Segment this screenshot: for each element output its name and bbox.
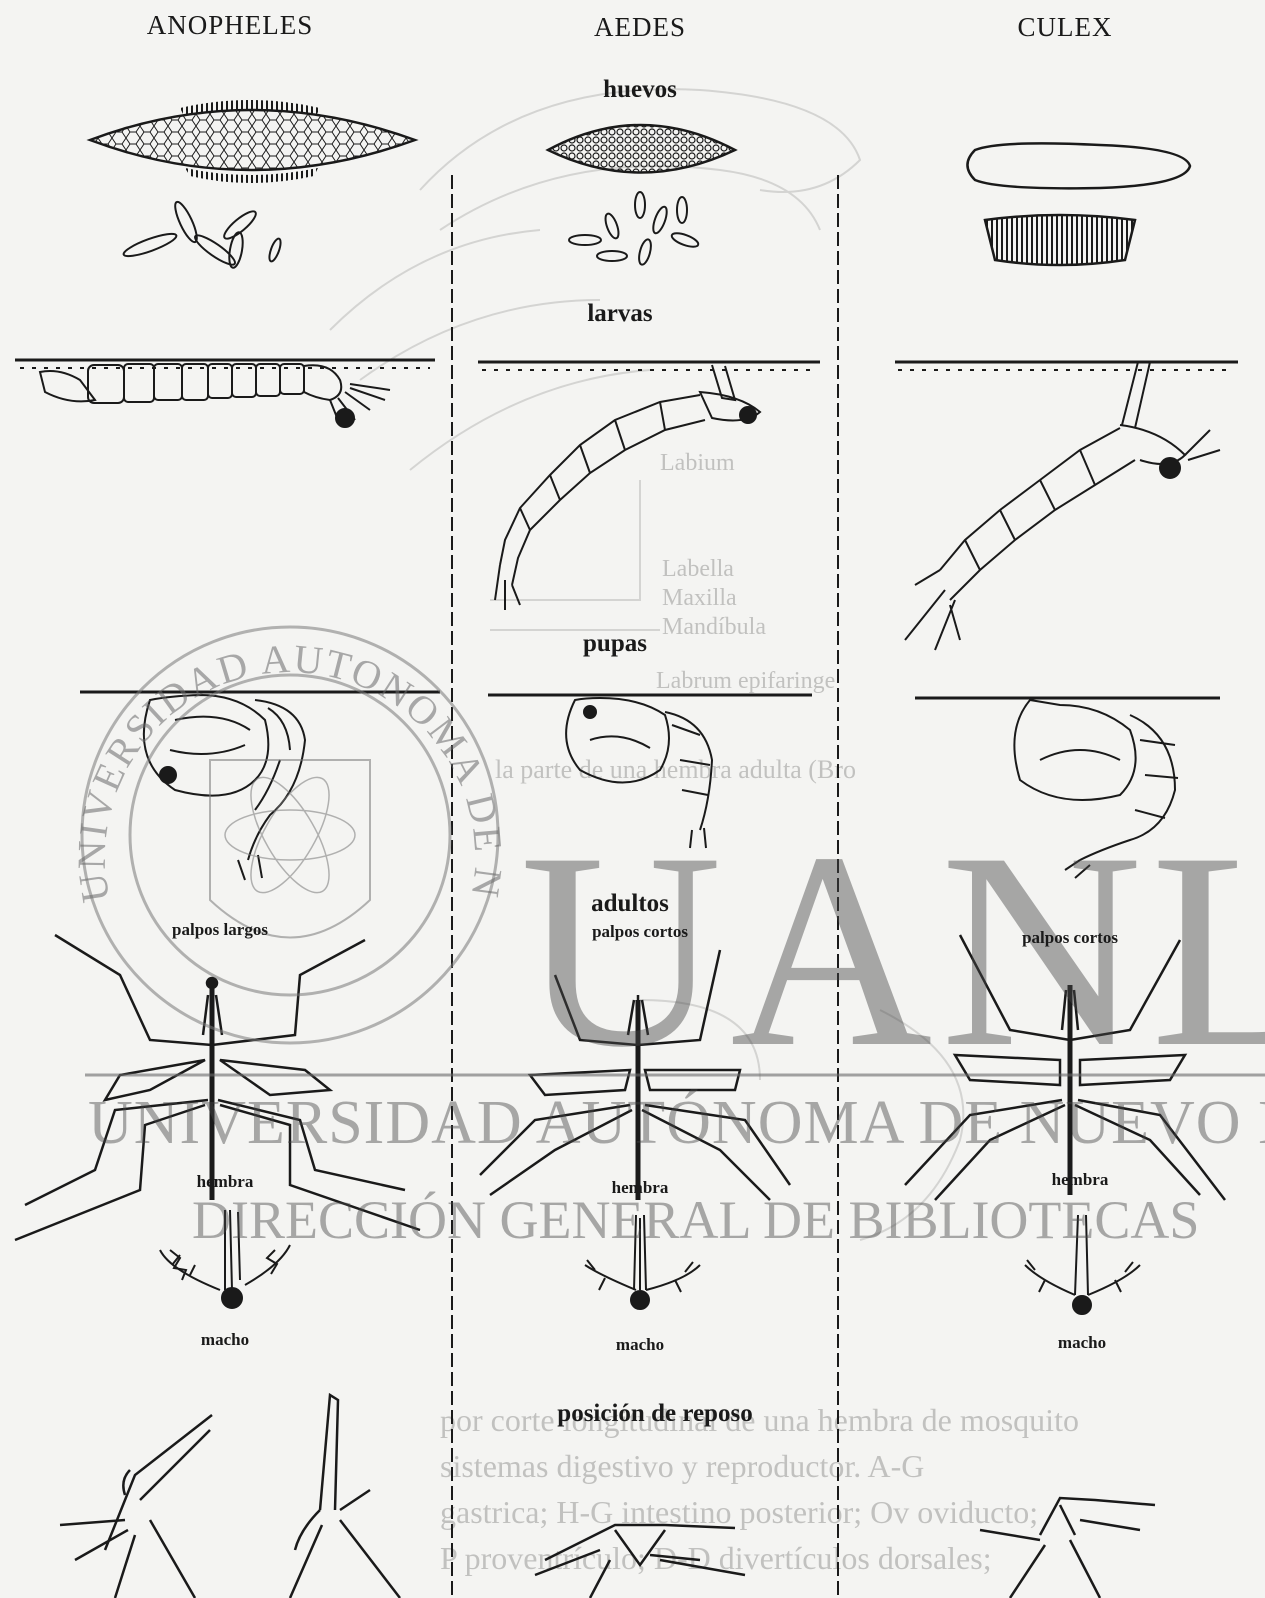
watermark-directorate: DIRECCIÓN GENERAL DE BIBLIOTECAS — [192, 1190, 1199, 1250]
aedes-palps-label: palpos cortos — [570, 922, 710, 942]
stage-rest: posición de reposo — [520, 1400, 790, 1428]
title-culex: CULEX — [990, 12, 1140, 43]
culex-palps-label: palpos cortos — [1000, 928, 1140, 948]
stage-pupae: pupas — [545, 630, 685, 658]
svg-text:UNIVERSIDAD AUTONOMA DE NUEVO: UNIVERSIDAD AUTONOMA DE NUEVO LEON — [0, 0, 511, 906]
stage-eggs: huevos — [570, 76, 710, 104]
aedes-female-label: hembra — [595, 1178, 685, 1198]
anopheles-female-label: hembra — [180, 1172, 270, 1192]
anopheles-male-label: macho — [180, 1330, 270, 1350]
stage-larvae: larvas — [550, 300, 690, 328]
aedes-male-label: macho — [595, 1335, 685, 1355]
watermark-university: UNIVERSIDAD AUTÓNOMA DE NUEVO LEÓN — [88, 1088, 1265, 1158]
stage-adults: adultos — [560, 890, 700, 918]
watermark-uanl: UANL — [520, 810, 1265, 1090]
seal-ring-text: UNIVERSIDAD AUTONOMA DE NUEVO LEON — [0, 0, 511, 906]
title-aedes: AEDES — [550, 12, 730, 43]
culex-female-label: hembra — [1035, 1170, 1125, 1190]
anopheles-palps-label: palpos largos — [150, 920, 290, 940]
title-anopheles: ANOPHELES — [130, 10, 330, 41]
culex-male-label: macho — [1037, 1333, 1127, 1353]
